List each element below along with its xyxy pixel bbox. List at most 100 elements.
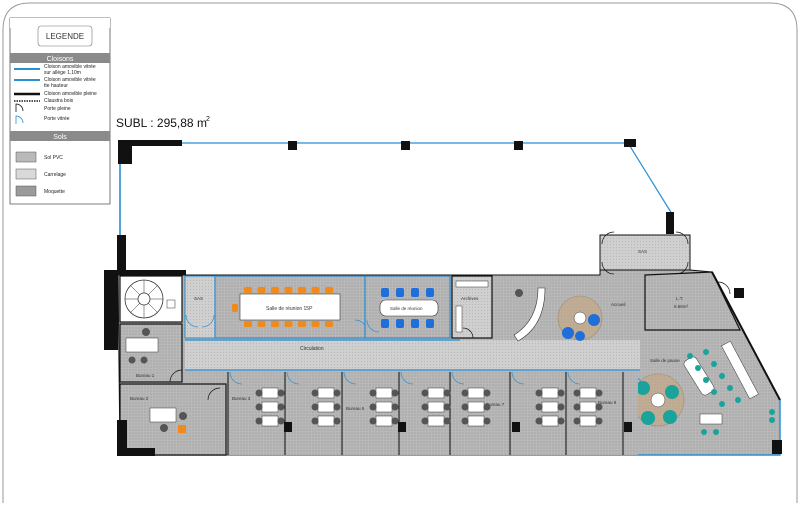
legend-item-2-line1: Cloison amovible vitrée [44,77,96,83]
office-chair [369,389,377,397]
office-chair [421,417,429,425]
office-chair [573,403,581,411]
desk [541,415,559,427]
legend-moquette-swatch [15,185,37,197]
office-chair [311,389,319,397]
office-chair [255,417,263,425]
reception-chair [515,289,523,297]
office-chair [557,403,565,411]
office-chair [277,389,285,397]
office-chair [391,417,399,425]
column [624,422,632,432]
legend-sol-1: Sol PVC [44,155,63,161]
blue-chair [426,319,434,328]
salle-pause: Salle de pause [629,340,759,427]
legend-title: LEGENDE [46,32,84,41]
bureau3-label: Bureau 3 [232,396,251,401]
column [398,422,406,432]
teal-chair [687,353,693,359]
door-swing[interactable] [207,387,221,401]
office-bays: Bureau 3 Bureau 5 Bureau 7 Bureau 9 [227,372,638,455]
chair [160,424,168,432]
office-chair [277,417,285,425]
door-swing [511,371,525,385]
legend-sols-header [10,131,110,141]
salle-reunion-15p: Salle de réunion 15P [214,275,368,339]
legend-sol-3: Moquette [44,189,65,195]
bureau5-label: Bureau 5 [346,406,365,411]
office-chair [595,389,603,397]
door-swing[interactable] [201,314,215,328]
door-swing[interactable] [601,261,615,275]
page-border [30,2,798,503]
salle-pause-label: Salle de pause [650,358,680,363]
office-chair [391,389,399,397]
column [117,235,126,275]
desk [579,387,597,399]
wall-segment [132,140,182,146]
blue-chairs [381,288,434,328]
desk [261,401,279,413]
bay-doors [229,371,581,385]
upper-open-area [104,139,674,350]
desk [579,401,597,413]
coffee-table [573,311,587,325]
desk [317,387,335,399]
blue-chair [381,288,389,297]
teal-chair [713,429,719,435]
office-chair [421,403,429,411]
office-chair [595,417,603,425]
desk [427,415,445,427]
door-swing[interactable] [462,327,474,339]
office-chair [311,403,319,411]
door-swing[interactable] [601,231,615,245]
desk [125,337,159,353]
column [624,139,636,147]
orange-chair [271,321,279,327]
door-swing[interactable] [185,314,199,328]
meeting-table-15p [239,293,341,321]
blue-chair [426,288,434,297]
door-swing[interactable] [366,319,380,333]
pause-armchair [636,381,650,395]
bureau-1: Bureau 1 [119,323,183,383]
pause-armchair [663,410,677,424]
desk [375,387,393,399]
bureau1-label: Bureau 1 [136,373,155,378]
door-swing [343,371,357,385]
office-chair [461,389,469,397]
door-swing[interactable] [717,281,731,295]
office-chair [461,403,469,411]
accueil: Accueil [495,276,626,342]
desk [467,401,485,413]
orange-chair [257,321,266,327]
door-swing[interactable] [169,369,183,383]
accueil-label: Accueil [611,302,626,307]
lt-label: L.T. [676,296,683,301]
teal-chair [711,361,717,367]
desk [579,415,597,427]
archives-label: Archives [461,296,479,301]
door-swing[interactable] [675,231,689,245]
orange-chair [298,287,306,293]
door-swing [400,371,414,385]
office-chair [535,389,543,397]
salle-reunion: Salle de réunion [364,275,451,339]
reception-desk [513,287,546,342]
legend-cloisons-header [10,53,110,63]
salle-reunion-label: Salle de réunion [390,306,423,311]
orange-chair [298,321,306,327]
blue-chair [396,319,404,328]
bureau9-label: Bureau 9 [598,400,617,405]
legend-sol-2: Carrelage [44,172,66,178]
office-chair [333,389,341,397]
bureau-2: Bureau 2 [117,383,227,456]
desk [467,415,485,427]
orange-chair [325,321,333,327]
office-chair [483,417,491,425]
orange-chair [311,287,320,293]
teal-chair [703,349,709,355]
pause-table [650,392,666,408]
column [514,141,523,150]
